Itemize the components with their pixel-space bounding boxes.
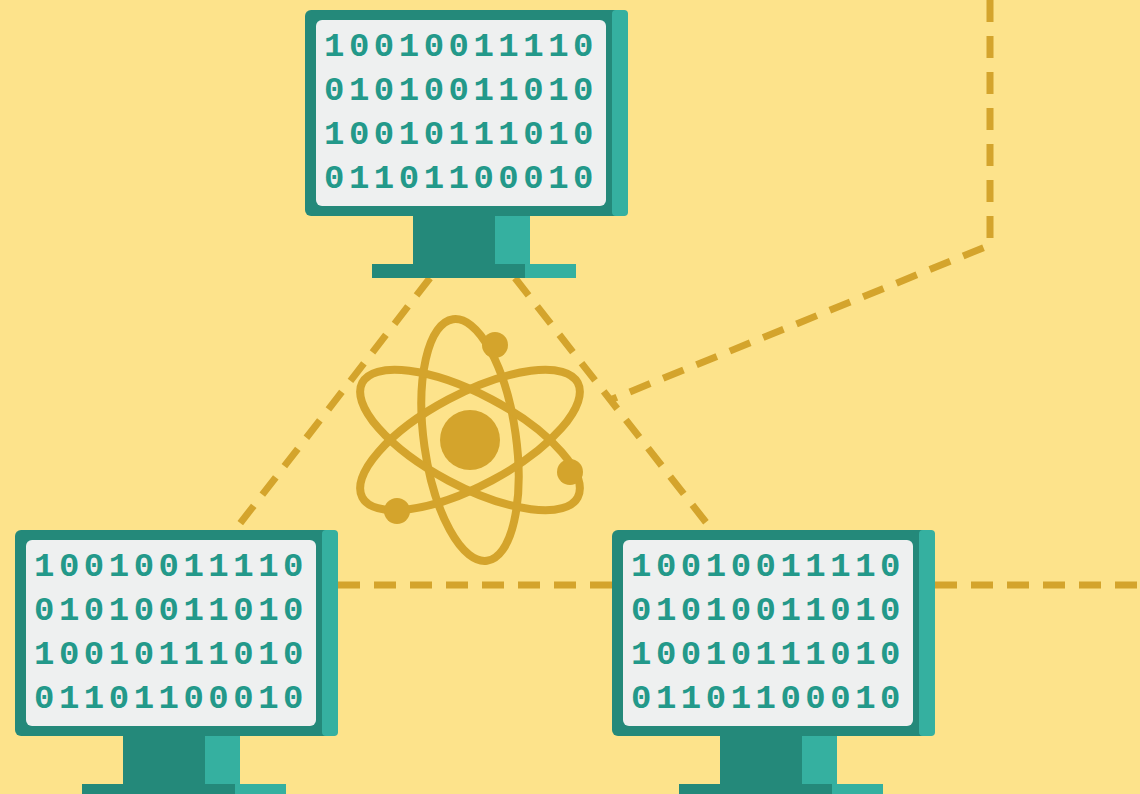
binary-text: 10010011110 01010011010 10010111010 0110… — [320, 25, 602, 201]
monitor-screen: 10010011110 01010011010 10010111010 0110… — [316, 20, 606, 206]
monitor-screen: 10010011110 01010011010 10010111010 0110… — [26, 540, 316, 726]
dashed-connector — [515, 278, 712, 530]
dashed-link — [935, 582, 1140, 589]
monitor-node: 10010011110 01010011010 10010111010 0110… — [612, 530, 935, 794]
binary-text: 10010011110 01010011010 10010111010 0110… — [30, 545, 312, 721]
binary-text: 10010011110 01010011010 10010111010 0110… — [627, 545, 909, 721]
monitor-screen: 10010011110 01010011010 10010111010 0110… — [623, 540, 913, 726]
dashed-link — [610, 0, 990, 400]
monitor-node: 10010011110 01010011010 10010111010 0110… — [15, 530, 338, 794]
network-lines — [610, 0, 1140, 585]
dashed-connector — [235, 278, 430, 530]
dashed-connector — [338, 582, 612, 589]
monitor-node: 10010011110 01010011010 10010111010 0110… — [305, 10, 628, 278]
atom-symbol — [341, 313, 600, 567]
